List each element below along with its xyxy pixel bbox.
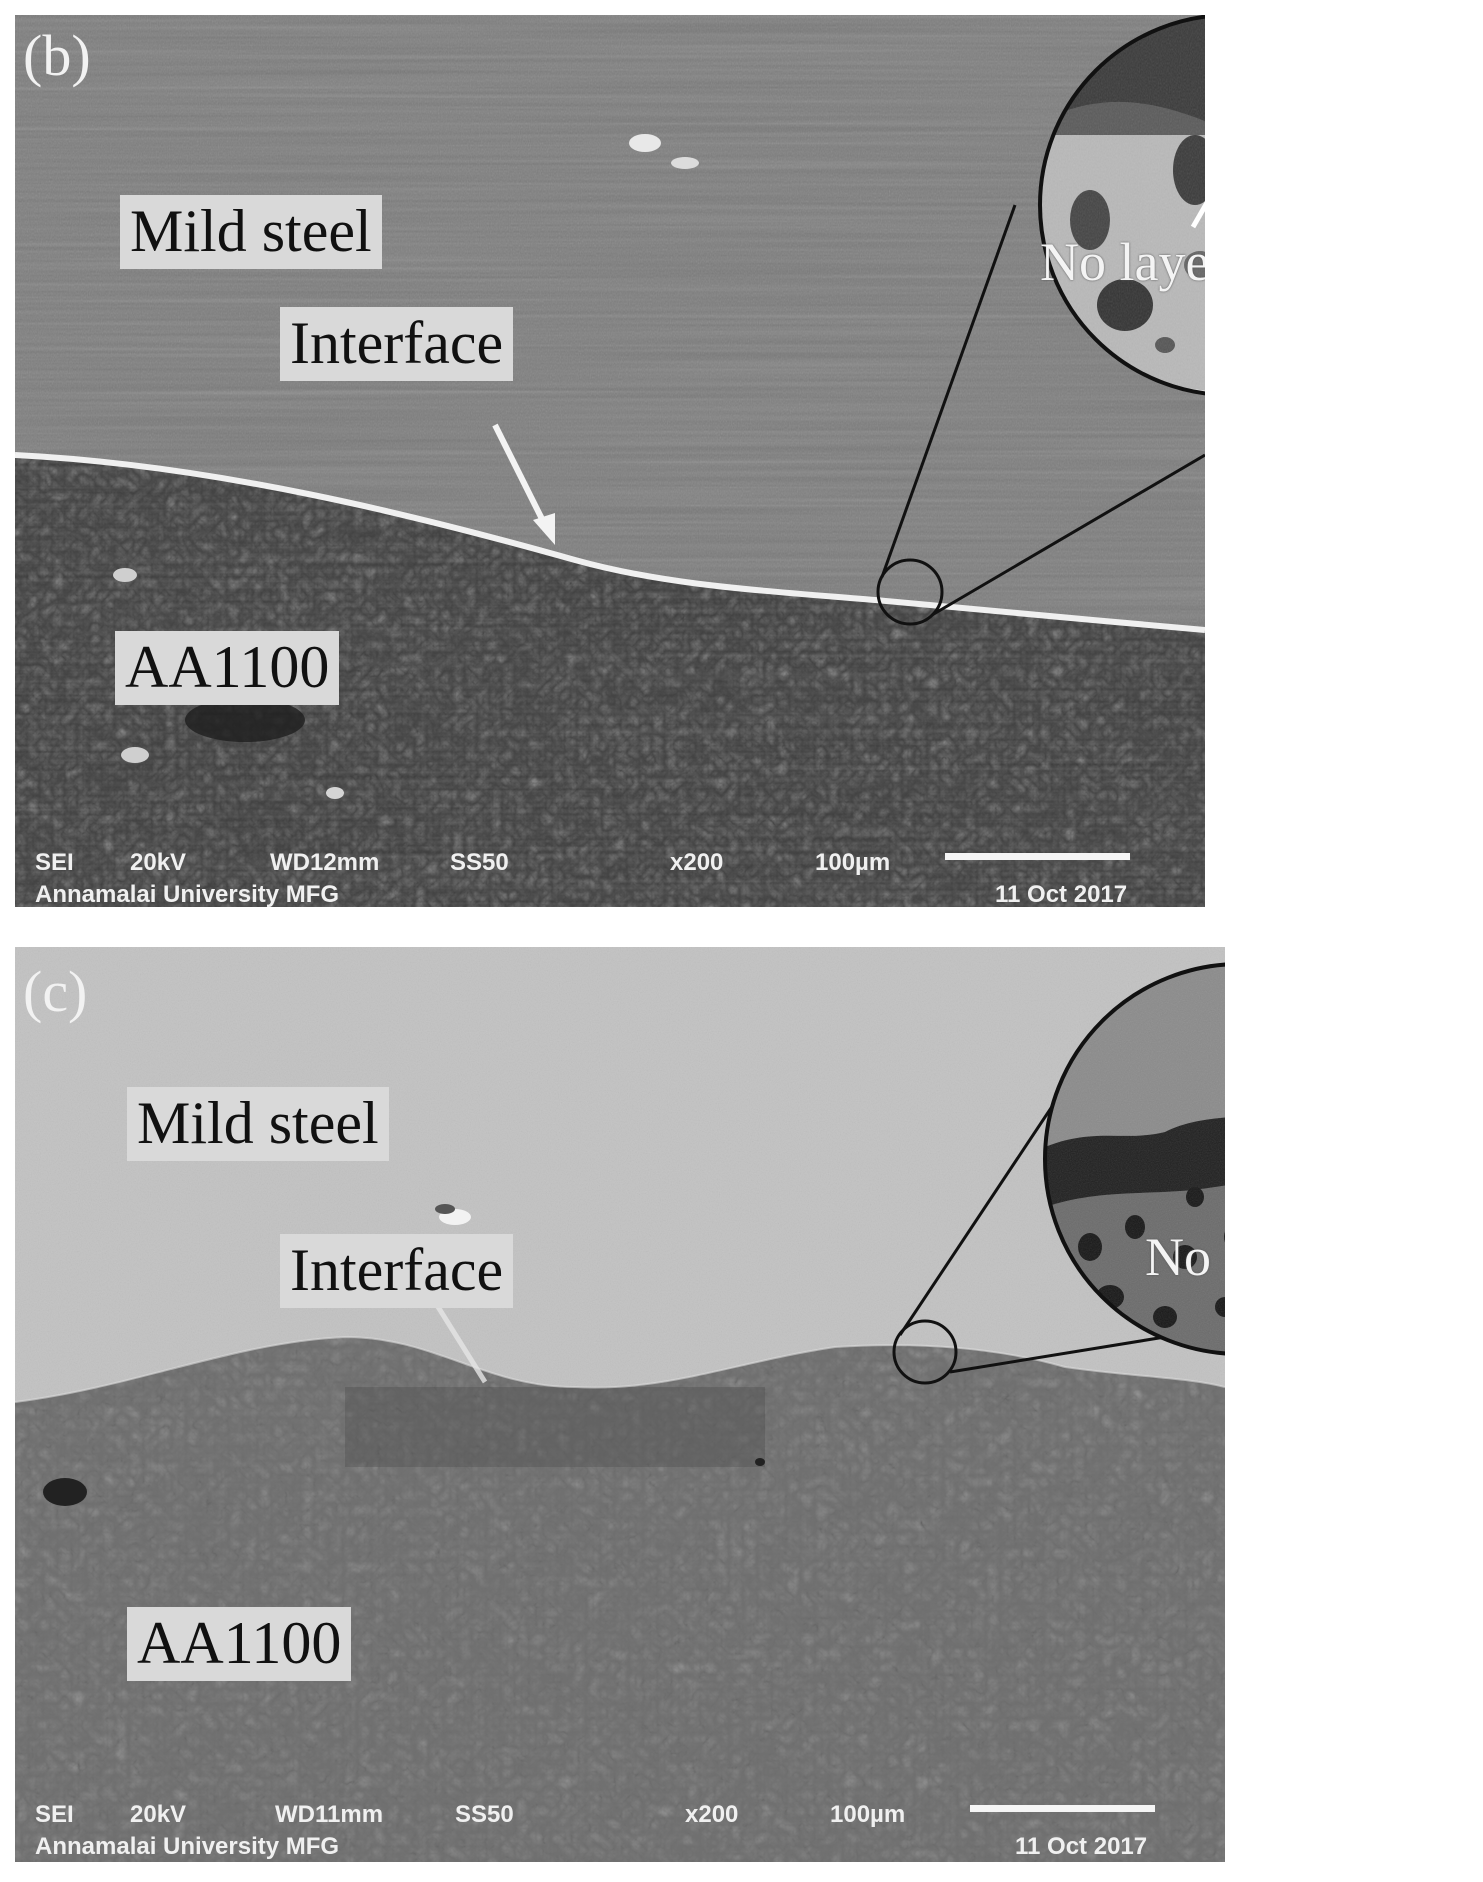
sem-ss-b: SS50 [450,849,509,876]
label-aa1100-b: AA1100 [115,631,340,705]
micrograph-b-image [15,15,1205,907]
panel-letter-c: (c) [23,959,88,1024]
label-mild-steel-b: Mild steel [120,195,382,269]
sem-mode-c: SEI [35,1801,74,1828]
sem-magnification-b: x200 [670,849,724,876]
inset-label-no-layer-b: No layer [1040,232,1205,292]
label-mild-steel-c: Mild steel [127,1087,389,1161]
sem-info-bar-c: SEI 20kV WD11mm SS50 x200 100µm Annamala… [15,1797,1225,1859]
sem-wd-b: WD12mm [270,849,380,876]
micrograph-c-image [15,947,1225,1862]
sem-voltage-c: 20kV [130,1801,187,1828]
sem-wd-c: WD11mm [275,1801,384,1828]
sem-voltage-b: 20kV [130,849,187,876]
label-aa1100-c: AA1100 [127,1607,352,1681]
sem-scale-label-c: 100µm [830,1801,906,1828]
sem-mode-b: SEI [35,849,74,876]
label-interface-b: Interface [280,307,514,381]
sem-institution-c: Annamalai University MFG [35,1833,340,1860]
panel-letter-b: (b) [23,23,91,88]
sem-date-c: 11 Oct 2017 [1015,1833,1148,1860]
sem-info-bar-b: SEI 20kV WD12mm SS50 x200 100µm Annamala… [15,847,1205,907]
sem-institution-b: Annamalai University MFG [35,881,340,907]
label-interface-c: Interface [280,1234,514,1308]
sem-ss-c: SS50 [455,1801,514,1828]
inset-label-no-layer-c: No layer [1145,1227,1225,1287]
sem-magnification-c: x200 [685,1801,739,1828]
scale-bar-c [970,1805,1155,1812]
scale-bar-b [945,853,1130,860]
sem-date-b: 11 Oct 2017 [995,881,1128,907]
sem-micrograph-panel-c: (c) Mild steel Interface AA1100 No layer… [15,947,1225,1862]
sem-micrograph-panel-b: (b) Mild steel Interface AA1100 No layer… [15,15,1205,907]
sem-scale-label-b: 100µm [815,849,891,876]
